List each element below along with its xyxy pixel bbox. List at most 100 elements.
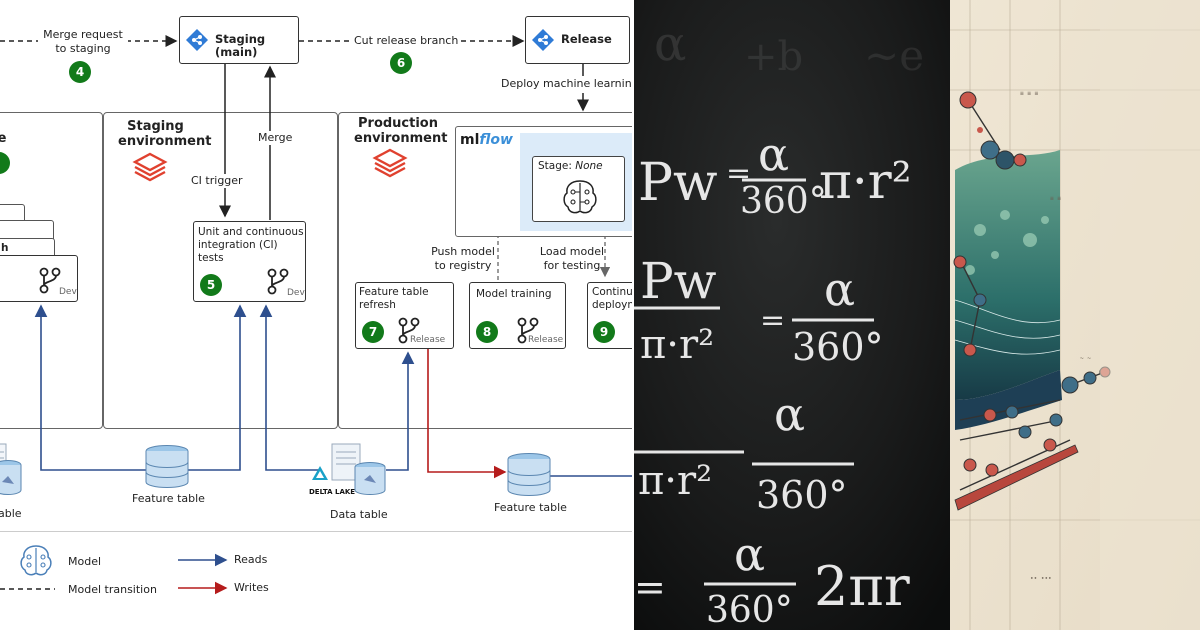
databricks-icon bbox=[132, 152, 168, 182]
databricks-icon bbox=[372, 148, 408, 178]
continuous-deployment-label: Continuous deployment bbox=[592, 286, 632, 311]
chalk-smudge: ~e bbox=[864, 31, 924, 80]
git-branch-icon bbox=[398, 317, 420, 344]
legend-separator bbox=[0, 531, 632, 532]
delta-cylinder-icon bbox=[0, 460, 22, 495]
reads-arrow-data-refresh bbox=[386, 351, 415, 471]
chalk-equation-3: π·r² α 360° bbox=[634, 387, 854, 517]
release-branch-label: Release bbox=[561, 32, 612, 46]
chalk-eq1-den: 360° bbox=[740, 181, 827, 222]
mlflow-logo: mlflow bbox=[460, 132, 513, 148]
model-stage-box[interactable]: Stage: None bbox=[532, 156, 625, 222]
merge-request-label: Merge request to staging bbox=[38, 28, 128, 56]
load-model-label: Load model for testing bbox=[539, 245, 605, 272]
writes-arrow bbox=[427, 349, 507, 479]
model-brain-icon bbox=[563, 180, 597, 214]
staging-environment-title: Staging environment bbox=[118, 119, 212, 149]
feature-refresh-tag: Release bbox=[410, 335, 446, 345]
production-environment-title: Production environment bbox=[354, 116, 448, 146]
chalk-eq2-den: π·r² bbox=[640, 322, 714, 368]
chalk-eq4-num: α bbox=[734, 527, 765, 581]
legend-transition-label: Model transition bbox=[68, 583, 157, 596]
feature-refresh-box[interactable]: Feature table refresh 7 Release bbox=[355, 282, 454, 349]
chalk-eq1-num: α bbox=[758, 127, 789, 181]
sketch-wave-lines bbox=[954, 299, 1061, 355]
mlflow-logo-flow: flow bbox=[479, 132, 513, 148]
dev-feature-box[interactable]: h Dev bbox=[0, 242, 78, 302]
sketch-svg: ≡ ≡ ≡ ≡ ≡ ~ ~ ∙∙ ∙∙∙ bbox=[950, 0, 1200, 630]
step-8-badge: 8 bbox=[476, 321, 498, 343]
svg-text:≡ ≡ ≡: ≡ ≡ ≡ bbox=[1020, 90, 1038, 97]
step-5-badge: 5 bbox=[200, 274, 222, 296]
model-stage-value: None bbox=[575, 160, 603, 172]
chalkboard-svg: α +b ~e Pw = α 360° π·r² Pw π·r² = α 360… bbox=[634, 0, 950, 630]
staging-branch-box[interactable]: Staging (main) bbox=[179, 16, 299, 64]
chalk-eq2-num: α bbox=[824, 262, 855, 316]
left-table-label: able bbox=[0, 507, 22, 520]
chalk-smudge: α bbox=[654, 16, 686, 72]
sketch-nodes bbox=[953, 91, 1111, 477]
chalk-eq2-den-value: 360° bbox=[792, 325, 884, 369]
svg-text:≡ ≡: ≡ ≡ bbox=[1050, 195, 1061, 202]
step-9-badge: 9 bbox=[593, 321, 615, 343]
feature-table-2-label: Feature table bbox=[494, 501, 567, 514]
ci-tests-box[interactable]: Unit and continuous integration (CI) tes… bbox=[193, 221, 306, 302]
chalk-equation-1: Pw = α 360° π·r² bbox=[638, 127, 912, 222]
deploy-ml-label: Deploy machine learning bbox=[501, 77, 632, 90]
sketch-annotations: ≡ ≡ ≡ ≡ ≡ ~ ~ ∙∙ ∙∙∙ bbox=[1020, 90, 1091, 582]
chalk-eq3-lhs: π·r² bbox=[638, 458, 712, 504]
production-environment-boundary bbox=[338, 112, 632, 429]
dev-box-fragment: h bbox=[1, 242, 9, 255]
mlflow-logo-ml: ml bbox=[460, 132, 480, 148]
dev-environment-boundary bbox=[0, 112, 103, 429]
svg-text:~ ~: ~ ~ bbox=[1080, 355, 1091, 362]
step-badge-cut bbox=[0, 152, 10, 174]
staging-branch-label: Staging (main) bbox=[215, 32, 266, 59]
push-model-label: Push model to registry bbox=[431, 245, 495, 272]
legend-writes-label: Writes bbox=[234, 581, 269, 594]
model-training-label: Model training bbox=[476, 288, 552, 300]
sketch-surface bbox=[955, 150, 1060, 400]
legend-reads-label: Reads bbox=[234, 553, 268, 566]
data-table-label: Data table bbox=[330, 508, 388, 521]
mlflow-registry-box[interactable]: mlflow Stage: None bbox=[455, 126, 632, 237]
mlops-diagram: Staging (main) Release Merge request to … bbox=[0, 16, 632, 596]
svg-text:∙∙ ∙∙∙: ∙∙ ∙∙∙ bbox=[1030, 575, 1052, 582]
chalkboard-image: α +b ~e Pw = α 360° π·r² Pw π·r² = α 360… bbox=[634, 0, 950, 630]
chalk-eq2-equals: = bbox=[760, 303, 785, 338]
continuous-deployment-box[interactable]: Continuous deployment 9 bbox=[587, 282, 632, 349]
git-branch-icon bbox=[267, 268, 289, 295]
chalkboard-background bbox=[634, 0, 950, 630]
reads-arrow-ci bbox=[187, 304, 247, 471]
chalk-smudge: +b bbox=[744, 34, 803, 80]
delta-lake-label: DELTA LAKE bbox=[309, 488, 356, 496]
sketch-bubbles bbox=[965, 210, 1049, 275]
step-7-badge: 7 bbox=[362, 321, 384, 343]
git-branch-icon bbox=[517, 317, 539, 344]
model-stage-label: Stage: None bbox=[538, 160, 603, 173]
ci-trigger-label: CI trigger bbox=[191, 174, 243, 188]
chalk-eq1-lhs: Pw bbox=[638, 153, 718, 213]
model-stage-prefix: Stage: bbox=[538, 160, 572, 172]
staging-environment-boundary bbox=[103, 112, 338, 429]
model-training-tag: Release bbox=[528, 335, 564, 345]
reads-arrow-dev bbox=[34, 304, 146, 471]
chalk-eq2-lhs: Pw bbox=[640, 252, 717, 310]
step-6-badge: 6 bbox=[390, 52, 412, 74]
chalk-eq4-tail: 2πr bbox=[814, 555, 910, 618]
sketch-right-fade bbox=[1100, 0, 1200, 630]
chalk-equation-4: = α 360° 2πr bbox=[634, 527, 910, 630]
legend-model-label: Model bbox=[68, 555, 102, 568]
model-training-box[interactable]: Model training 8 Release bbox=[469, 282, 566, 349]
reads-arrow-data-ci bbox=[259, 304, 320, 471]
chalk-eq4-lhs: = bbox=[634, 565, 666, 609]
chalk-eq3-num: α bbox=[774, 387, 805, 441]
release-branch-box[interactable]: Release bbox=[525, 16, 630, 64]
chalk-eq1-tail: π·r² bbox=[819, 152, 912, 210]
chalk-eq4-den: 360° bbox=[706, 590, 793, 630]
git-branch-icon bbox=[39, 267, 61, 294]
feature-table-cylinder-icon bbox=[145, 445, 189, 488]
git-branch-icon bbox=[532, 29, 554, 51]
dev-environment-fragment: e bbox=[0, 131, 7, 146]
chalk-equation-2: Pw π·r² = α 360° bbox=[634, 252, 884, 369]
